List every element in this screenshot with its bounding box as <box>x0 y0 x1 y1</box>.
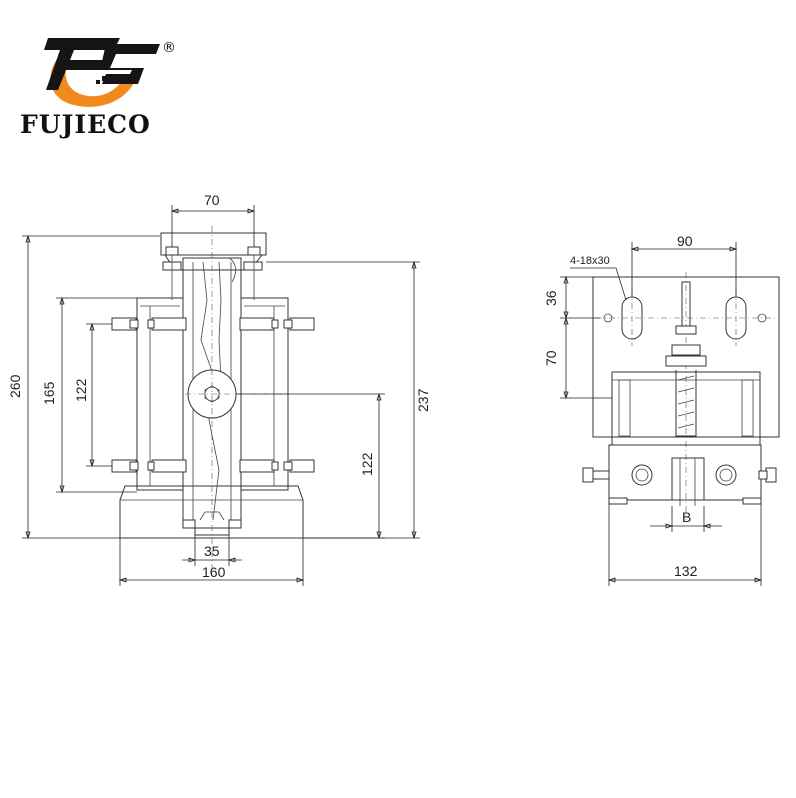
dim-height-122-right: 122 <box>359 452 375 476</box>
side-lower-block <box>608 444 762 501</box>
dim-b: B <box>682 509 691 525</box>
dim-slot-width: 35 <box>204 543 220 559</box>
brand-name: FUJIECO <box>20 110 151 139</box>
registered-mark: ® <box>162 40 176 56</box>
dim-top-width: 70 <box>204 192 220 208</box>
dim-total-height: 260 <box>7 374 23 398</box>
hole-spec: 4-18x30 <box>570 255 610 267</box>
side-view: 90 4-18x30 36 70 B 132 <box>543 233 780 586</box>
dim-height-122-left: 122 <box>73 378 89 402</box>
front-view: 70 260 165 122 122 237 <box>7 192 431 586</box>
dim-height-165: 165 <box>41 381 57 405</box>
dim-height-237: 237 <box>415 388 431 412</box>
dim-hole-spacing: 90 <box>677 233 693 249</box>
dim-36: 36 <box>543 290 559 306</box>
dim-base-width: 160 <box>202 564 226 580</box>
dim-width: 132 <box>674 563 698 579</box>
logo-black-f <box>44 38 120 90</box>
dim-70: 70 <box>543 350 559 366</box>
logo-orange-swoosh <box>50 54 138 107</box>
front-top-plate <box>160 232 267 256</box>
fujieco-logo: ® <box>44 38 176 107</box>
side-bracket <box>611 371 761 446</box>
logo-black-g <box>100 44 160 84</box>
